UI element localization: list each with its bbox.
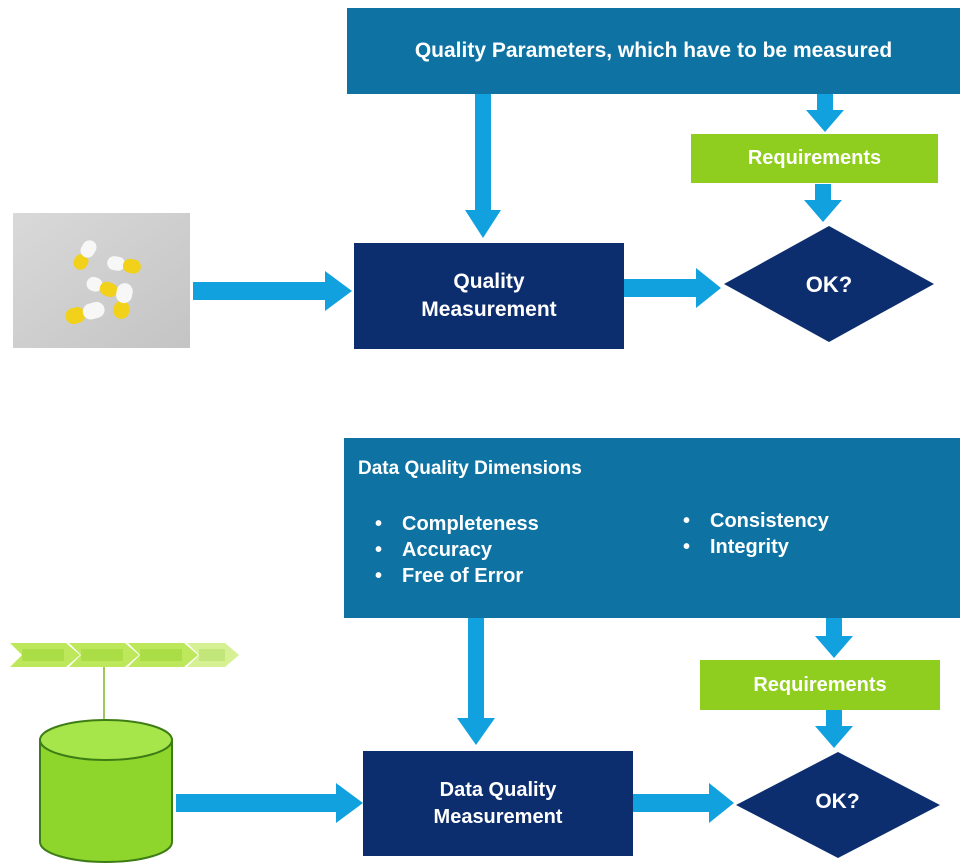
requirements-label-bottom: Requirements	[753, 673, 887, 696]
pills-photo	[13, 213, 190, 348]
decision-label-top: OK?	[805, 271, 853, 297]
quality-measurement-line2: Measurement	[421, 298, 557, 321]
requirements-box-top: Requirements	[691, 134, 938, 183]
requirements-label-top: Requirements	[747, 147, 882, 169]
decision-label-bottom-box: OK?	[735, 750, 940, 854]
capsule-5	[65, 301, 105, 325]
arrow-sample-to-measurement	[193, 271, 352, 311]
data-quality-measurement-line1: Data Quality	[439, 778, 557, 801]
arrow-database-to-measurement	[176, 783, 363, 823]
quality-parameters-label: Quality Parameters, which have to be mea…	[414, 39, 893, 62]
arrow-bottom-requirements-to-decision	[815, 710, 853, 748]
dimensions-list-right: Consistency Integrity	[664, 508, 829, 560]
decision-label-bottom: OK?	[815, 790, 860, 813]
arrow-dimensions-to-measurement	[457, 618, 495, 745]
decision-diamond-bottom	[736, 752, 940, 858]
decision-label-top-box: OK?	[724, 226, 934, 343]
arrow-dimensions-to-requirements	[815, 618, 853, 658]
requirements-box-bottom: Requirements	[700, 660, 940, 710]
dimension-item: Completeness	[356, 511, 539, 537]
capsule-3	[86, 276, 118, 298]
capsule-2	[107, 256, 141, 274]
data-quality-dimensions-title: Data Quality Dimensions	[358, 458, 582, 479]
decision-diamond-top	[724, 226, 934, 342]
database-icon	[39, 719, 173, 863]
arrow-requirements-to-decision	[804, 184, 842, 222]
arrow-params-to-measurement	[465, 94, 501, 238]
arrow-bottom-measurement-to-decision	[633, 783, 734, 823]
data-quality-measurement-box: Data Quality Measurement	[363, 751, 633, 856]
capsule-1	[73, 240, 97, 270]
process-chevrons-icon	[10, 643, 239, 667]
capsule-4	[113, 283, 133, 319]
dimensions-list-left: Completeness Accuracy Free of Error	[356, 511, 539, 589]
data-quality-measurement-line2: Measurement	[433, 805, 563, 828]
data-quality-dimensions-box: Data Quality Dimensions Completeness Acc…	[344, 438, 960, 618]
quality-parameters-box: Quality Parameters, which have to be mea…	[347, 8, 960, 94]
arrow-params-to-requirements	[806, 94, 844, 132]
dimension-item: Integrity	[664, 534, 829, 560]
dimension-item: Free of Error	[356, 563, 539, 589]
quality-measurement-line1: Quality	[453, 270, 525, 293]
dimension-item: Consistency	[664, 508, 829, 534]
quality-measurement-box: Quality Measurement	[354, 243, 624, 349]
dimension-item: Accuracy	[356, 537, 539, 563]
arrow-measurement-to-decision	[624, 268, 721, 308]
